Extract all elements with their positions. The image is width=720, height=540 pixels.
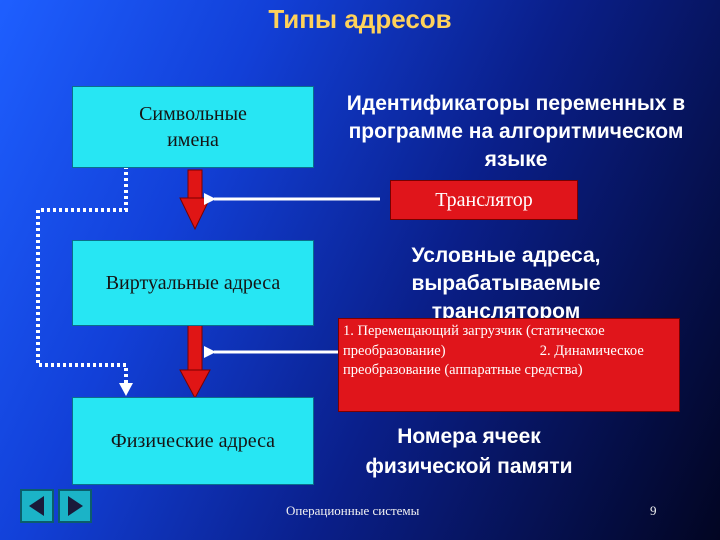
conditional-addresses-label: Условные адреса, вырабатываемые транслят… xyxy=(411,244,601,323)
memory-cells-label: Номера ячеек физической памяти xyxy=(365,425,573,478)
physical-addresses-box: Физические адреса xyxy=(72,397,314,485)
prev-slide-button[interactable] xyxy=(20,489,54,523)
down-arrow-1 xyxy=(179,169,211,231)
footer-course: Операционные системы xyxy=(286,503,420,518)
virtual-addresses-label: Виртуальные адреса xyxy=(105,271,281,294)
loader-label: 1. Перемещающий загрузчик (статическое п… xyxy=(343,323,648,378)
symbolic-names-box: Символьные имена xyxy=(72,86,314,168)
prev-icon xyxy=(29,496,44,516)
translator-label: Транслятор xyxy=(435,188,533,211)
translator-box: Транслятор xyxy=(390,180,578,220)
next-slide-button[interactable] xyxy=(58,489,92,523)
bypass-arrowhead xyxy=(119,383,133,396)
next-icon xyxy=(68,496,83,516)
loader-box: 1. Перемещающий загрузчик (статическое п… xyxy=(338,318,680,412)
symbolic-names-label: Символьные имена xyxy=(139,103,247,151)
identifiers-label: Идентификаторы переменных в программе на… xyxy=(346,92,686,171)
virtual-addresses-box: Виртуальные адреса xyxy=(72,240,314,326)
page-title: Типы адресов xyxy=(268,4,452,34)
down-arrow-2 xyxy=(179,323,211,400)
bypass-dotted-path xyxy=(36,166,128,384)
page-number: 9 xyxy=(650,503,657,518)
physical-addresses-label: Физические адреса xyxy=(110,429,276,452)
